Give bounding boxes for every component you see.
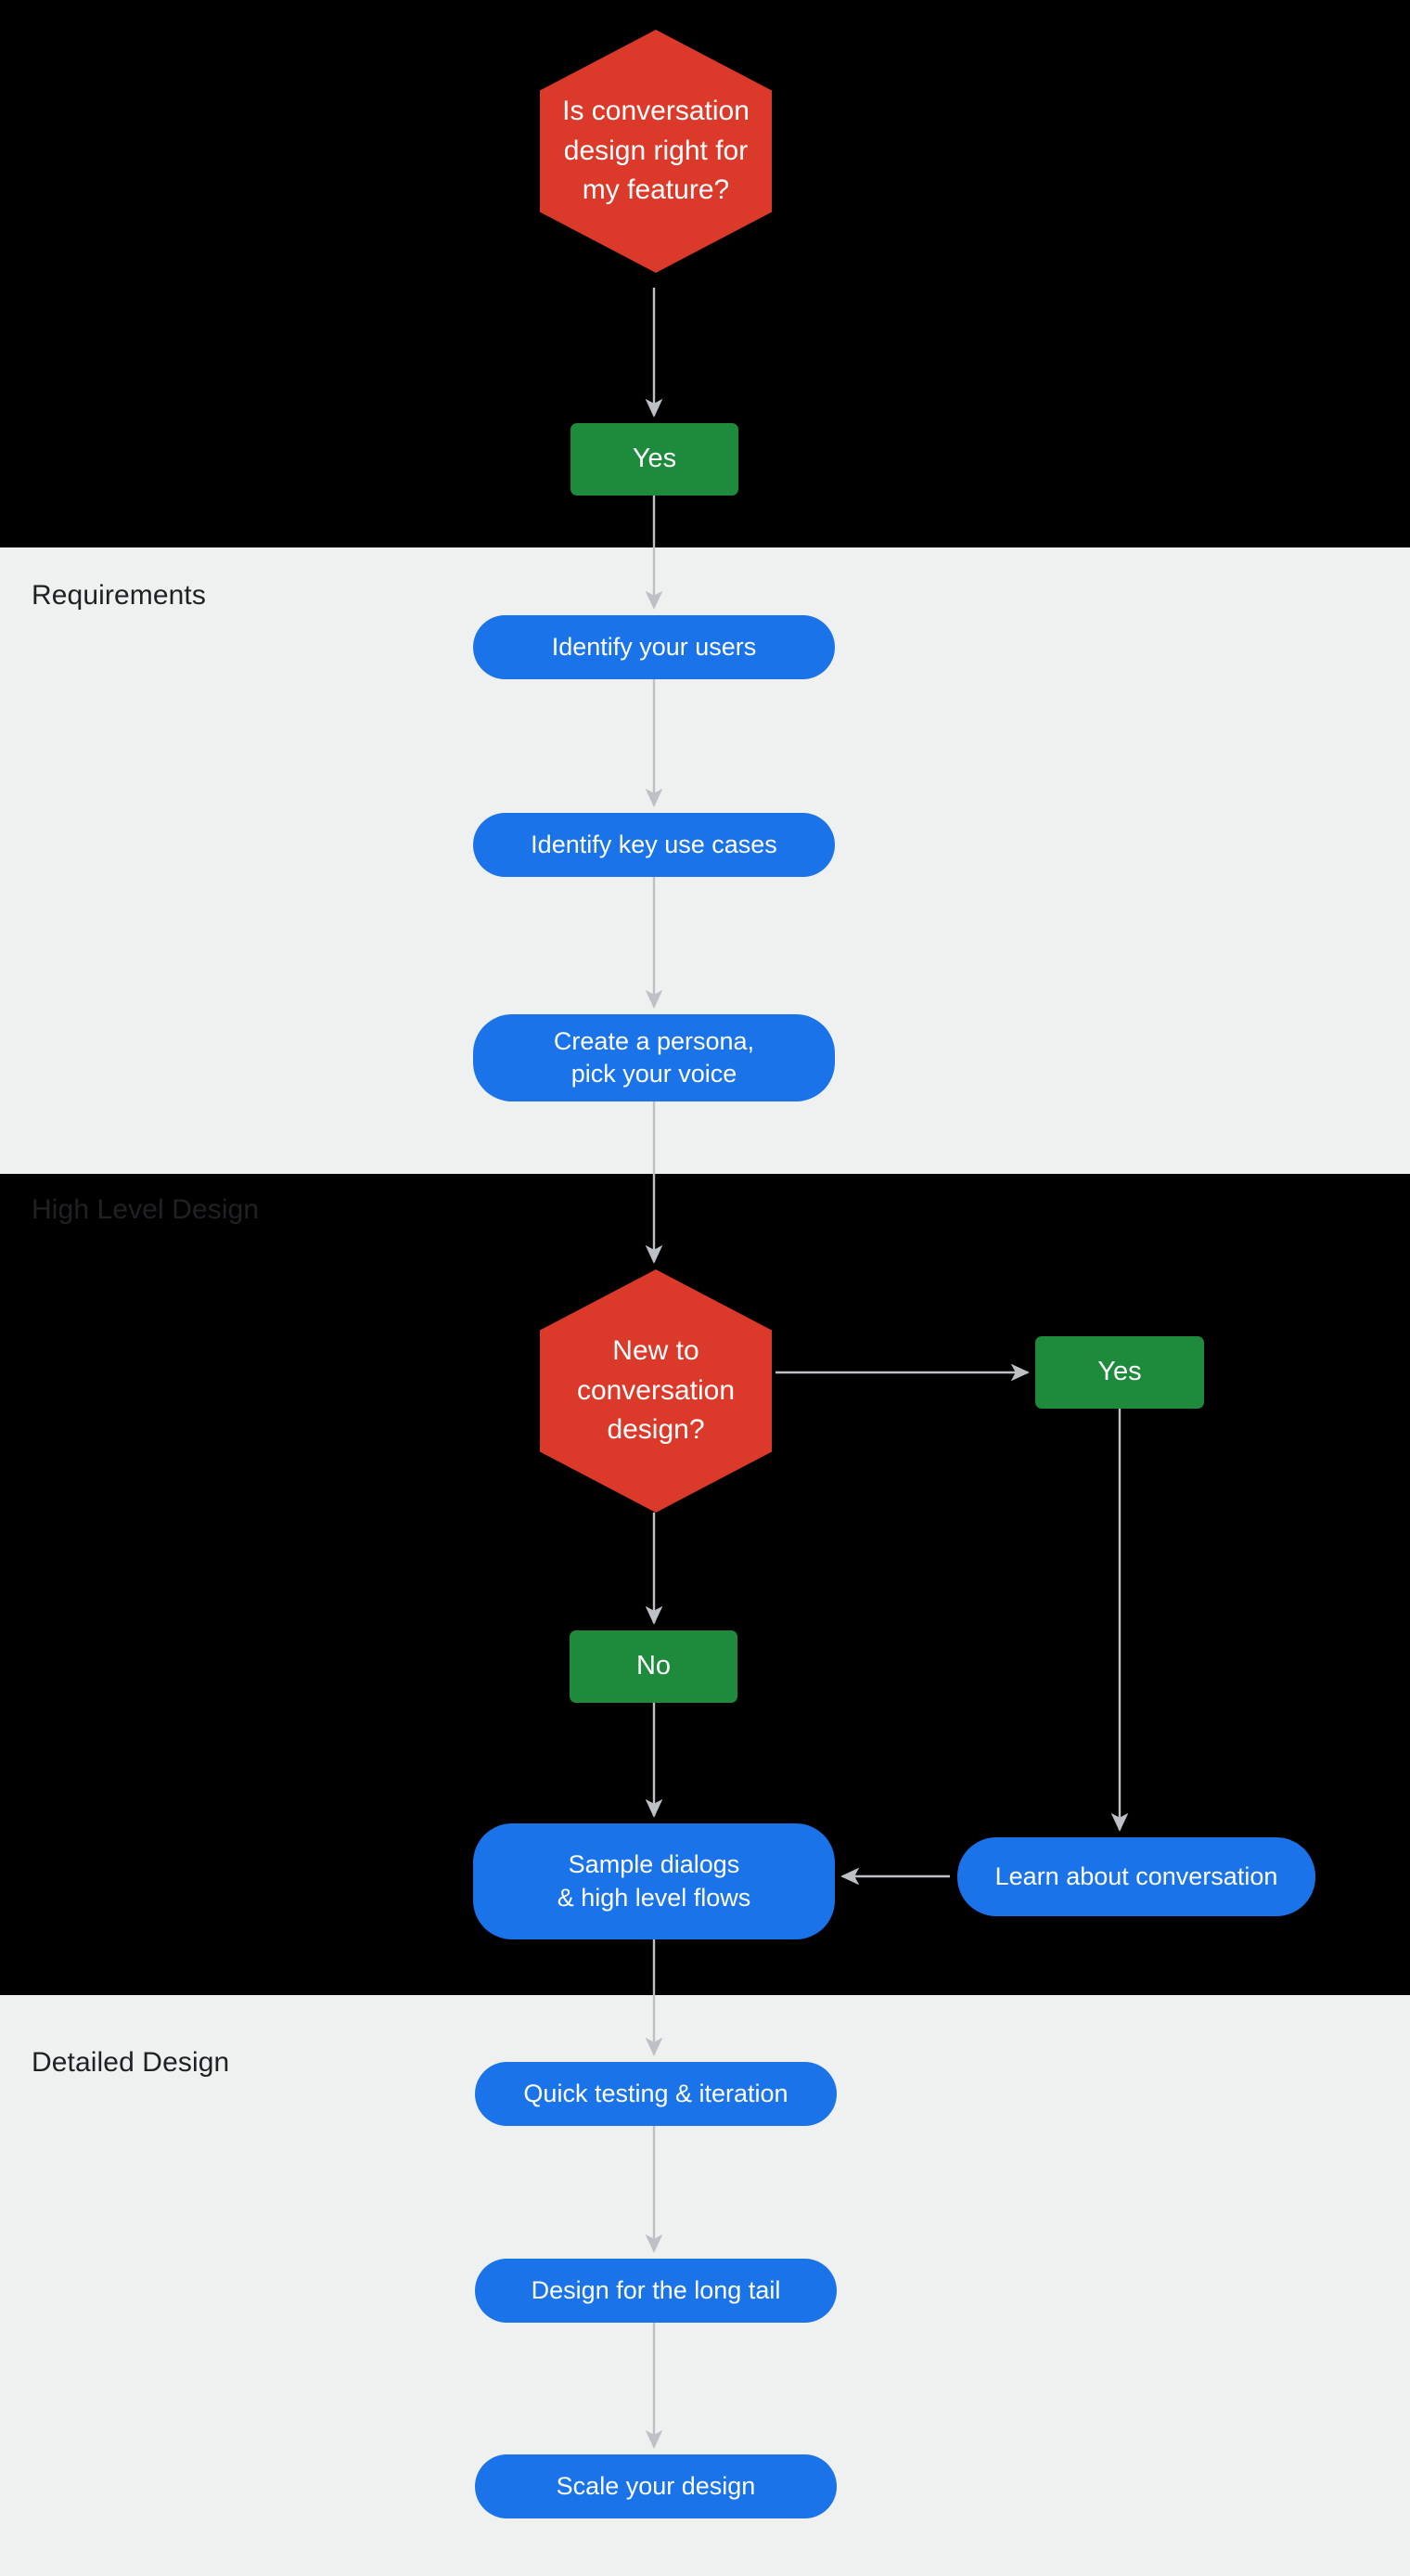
flow-node-usecases[interactable]: Identify key use cases (473, 813, 835, 877)
flow-node-label-persona: Create a persona, pick your voice (553, 1026, 755, 1088)
flow-node-label-no2: No (635, 1651, 672, 1681)
flow-node-label-scale: Scale your design (556, 2471, 756, 2500)
swimlane-label-high-level-design: High Level Design (32, 1194, 260, 1225)
flow-node-quicktest[interactable]: Quick testing & iteration (475, 2062, 837, 2126)
flow-node-label-q1: Is conversation design right for my feat… (562, 96, 750, 206)
flow-node-label-yes1: Yes (632, 444, 677, 474)
flow-node-label-users: Identify your users (551, 632, 757, 661)
flow-node-samples[interactable]: Sample dialogs & high level flows (473, 1823, 835, 1939)
flow-node-longtail[interactable]: Design for the long tail (475, 2259, 837, 2323)
flow-node-q1[interactable]: Is conversation design right for my feat… (540, 30, 772, 273)
flow-node-label-q2: New to conversation design? (576, 1335, 736, 1446)
flow-node-yes1[interactable]: Yes (570, 423, 738, 496)
flow-node-users[interactable]: Identify your users (473, 615, 835, 679)
flow-node-persona[interactable]: Create a persona, pick your voice (473, 1014, 835, 1101)
swimlane-label-requirements: Requirements (32, 580, 206, 611)
flow-node-scale[interactable]: Scale your design (475, 2454, 837, 2518)
flow-node-label-longtail: Design for the long tail (531, 2275, 781, 2304)
flow-node-label-learn: Learn about conversation (994, 1861, 1278, 1890)
flow-node-label-usecases: Identify key use cases (531, 830, 777, 858)
flow-node-label-quicktest: Quick testing & iteration (523, 2079, 788, 2107)
flow-node-label-yes2: Yes (1097, 1357, 1142, 1387)
swimlane-label-detailed-design: Detailed Design (32, 2047, 230, 2078)
flow-node-label-samples: Sample dialogs & high level flows (557, 1850, 751, 1912)
flow-node-no2[interactable]: No (570, 1630, 737, 1703)
flow-node-learn[interactable]: Learn about conversation (957, 1837, 1315, 1916)
flow-node-yes2[interactable]: Yes (1035, 1336, 1204, 1409)
